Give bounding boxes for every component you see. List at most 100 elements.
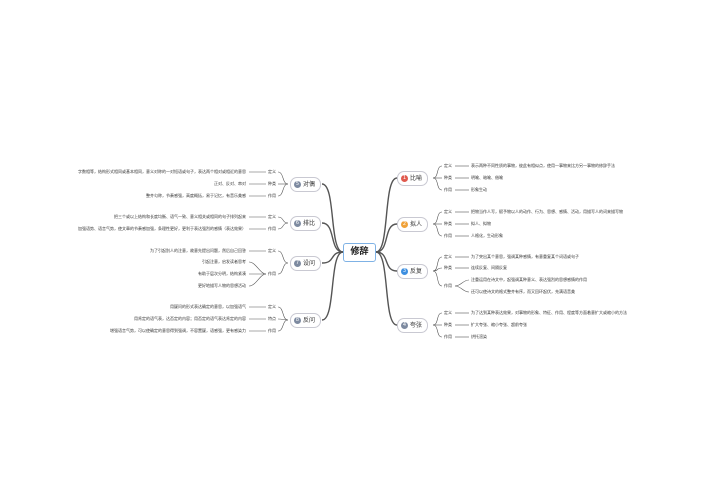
branch-label: 比喻 <box>410 175 423 182</box>
attribute-text: 用疑问的形式表达确定的意思，以加强语气 <box>170 304 246 309</box>
attribute-text: 人格化，生动形象 <box>471 233 503 238</box>
branch-number-badge: 6 <box>294 220 301 227</box>
branch-label: 夸张 <box>410 322 423 329</box>
branch-label: 排比 <box>303 220 316 227</box>
branch-label: 设问 <box>303 260 316 267</box>
attribute-key: 作用 <box>268 271 276 276</box>
branch-number-badge: 4 <box>401 322 408 329</box>
attribute-text: 引起注意，启发读者思考 <box>202 259 246 264</box>
connector-line <box>248 261 267 275</box>
attribute-text: 烘托渲染 <box>471 334 487 339</box>
connector-line <box>432 270 443 287</box>
branch-label: 对偶 <box>303 181 316 188</box>
connector-line <box>321 183 344 253</box>
attribute-text: 把物当作人写，赋予物以人的动作、行为、思想、感情、活动，用描写人的词来描写物 <box>471 209 623 214</box>
connector-line <box>277 319 289 332</box>
connector-line <box>277 222 289 230</box>
attribute-key: 作用 <box>268 193 276 198</box>
attribute-key: 定义 <box>268 248 276 253</box>
connector-line <box>432 211 443 225</box>
connector-line <box>432 267 443 272</box>
attribute-text: 增强语言气势，可以使确定的意思得到强调，不容置疑，语感强，更有感染力 <box>110 328 246 333</box>
connector-line <box>432 324 443 338</box>
attribute-text: 形象生动 <box>471 187 487 192</box>
attribute-text: 有助于层次分明，结构紧凑 <box>198 271 246 276</box>
connector-line <box>432 312 443 326</box>
attribute-key: 定义 <box>444 163 452 168</box>
connector-line <box>277 250 289 264</box>
attribute-key: 作用 <box>444 187 452 192</box>
attribute-text: 为了突出某个意思，强调某种感情，有意重复某个词语或句子 <box>471 254 579 259</box>
attribute-text: 为了达到某种表达效果，对事物的形象、特征、作用、程度等方面着意扩大或缩小的方法 <box>471 310 627 315</box>
attribute-key: 种类 <box>268 181 276 186</box>
attribute-key: 定义 <box>444 310 452 315</box>
attribute-text: 拟人、拟物 <box>471 221 491 226</box>
attribute-key: 种类 <box>444 265 452 270</box>
connector-line <box>432 165 443 179</box>
connector-line <box>375 177 398 253</box>
attribute-key: 种类 <box>444 221 452 226</box>
connector-line <box>248 273 267 287</box>
connector-line <box>432 256 443 272</box>
attribute-text: 字数相等，结构形式相同或基本相同，意义对称的一对短语或句子，表达两个相对或相近的… <box>78 169 246 174</box>
connector-line <box>277 216 289 224</box>
attribute-text: 把三个或以上结构和长度均衡、语气一致、意义相关或相同的句子排列起来 <box>114 214 246 219</box>
attribute-text: 表示两种不同性质的事物，彼此有相似点，使用一事物来比方另一事物的修辞手法 <box>471 163 615 168</box>
attribute-key: 定义 <box>444 209 452 214</box>
attribute-text: 整齐匀称，节奏感强，高度概括，易于记忆，有音乐美感 <box>146 193 246 198</box>
connector-line <box>454 279 470 287</box>
attribute-key: 种类 <box>444 322 452 327</box>
attribute-text: 为了引起别人的注意，故意先提出问题，然后自己回答 <box>150 248 246 253</box>
connector-line <box>375 251 398 272</box>
branch-number-badge: 7 <box>294 260 301 267</box>
attribute-text: 正对、反对、串对 <box>214 181 246 186</box>
connector-line <box>277 171 289 185</box>
attribute-text: 注重运用在诗文中，起强调某种意义、表达强烈的思想感情的作用 <box>471 277 587 282</box>
root-node[interactable]: 修辞 <box>343 243 376 262</box>
branch-number-badge: 2 <box>401 221 408 228</box>
attribute-text: 用肯定的语气表，达否定的内容；用否定的语气表达肯定的内容 <box>134 316 246 321</box>
attribute-key: 定义 <box>444 254 452 259</box>
attribute-text: 扩大夸张、缩小夸张、超前夸张 <box>471 322 527 327</box>
branch-number-badge: 5 <box>294 181 301 188</box>
attribute-key: 定义 <box>268 169 276 174</box>
connector-line <box>277 183 289 197</box>
branch-label: 拟人 <box>410 221 423 228</box>
attribute-text: 连续反复、间隔反复 <box>471 265 507 270</box>
connector-line <box>432 223 443 237</box>
branch-number-badge: 3 <box>401 268 408 275</box>
attribute-key: 定义 <box>268 304 276 309</box>
attribute-key: 作用 <box>268 328 276 333</box>
attribute-key: 作用 <box>444 334 452 339</box>
attribute-text: 明喻、暗喻、借喻 <box>471 175 503 180</box>
connector-line <box>432 177 443 191</box>
attribute-text: 更好地描写人物的思想活动 <box>198 283 246 288</box>
attribute-key: 作用 <box>268 226 276 231</box>
connector-line <box>277 306 289 321</box>
connector-line <box>321 222 344 253</box>
attribute-text: 加强语势、语言气势，使文章的节奏感加强，条理性更好，更利于表达强烈的感情（表达效… <box>78 226 246 231</box>
attribute-text: 还可以使诗文的格式整齐有序，而又回环起伏，充满语音美 <box>471 289 575 294</box>
connector-line <box>454 285 470 293</box>
attribute-key: 定义 <box>268 214 276 219</box>
branch-number-badge: 1 <box>401 175 408 182</box>
attribute-key: 作用 <box>444 283 452 288</box>
connector-line <box>375 251 398 326</box>
attribute-key: 种类 <box>444 175 452 180</box>
connector-line <box>375 223 398 253</box>
branch-label: 反问 <box>303 317 316 324</box>
attribute-key: 作用 <box>444 233 452 238</box>
attribute-key: 特点 <box>268 316 276 321</box>
branch-label: 反复 <box>410 268 423 275</box>
branch-number-badge: 8 <box>294 317 301 324</box>
